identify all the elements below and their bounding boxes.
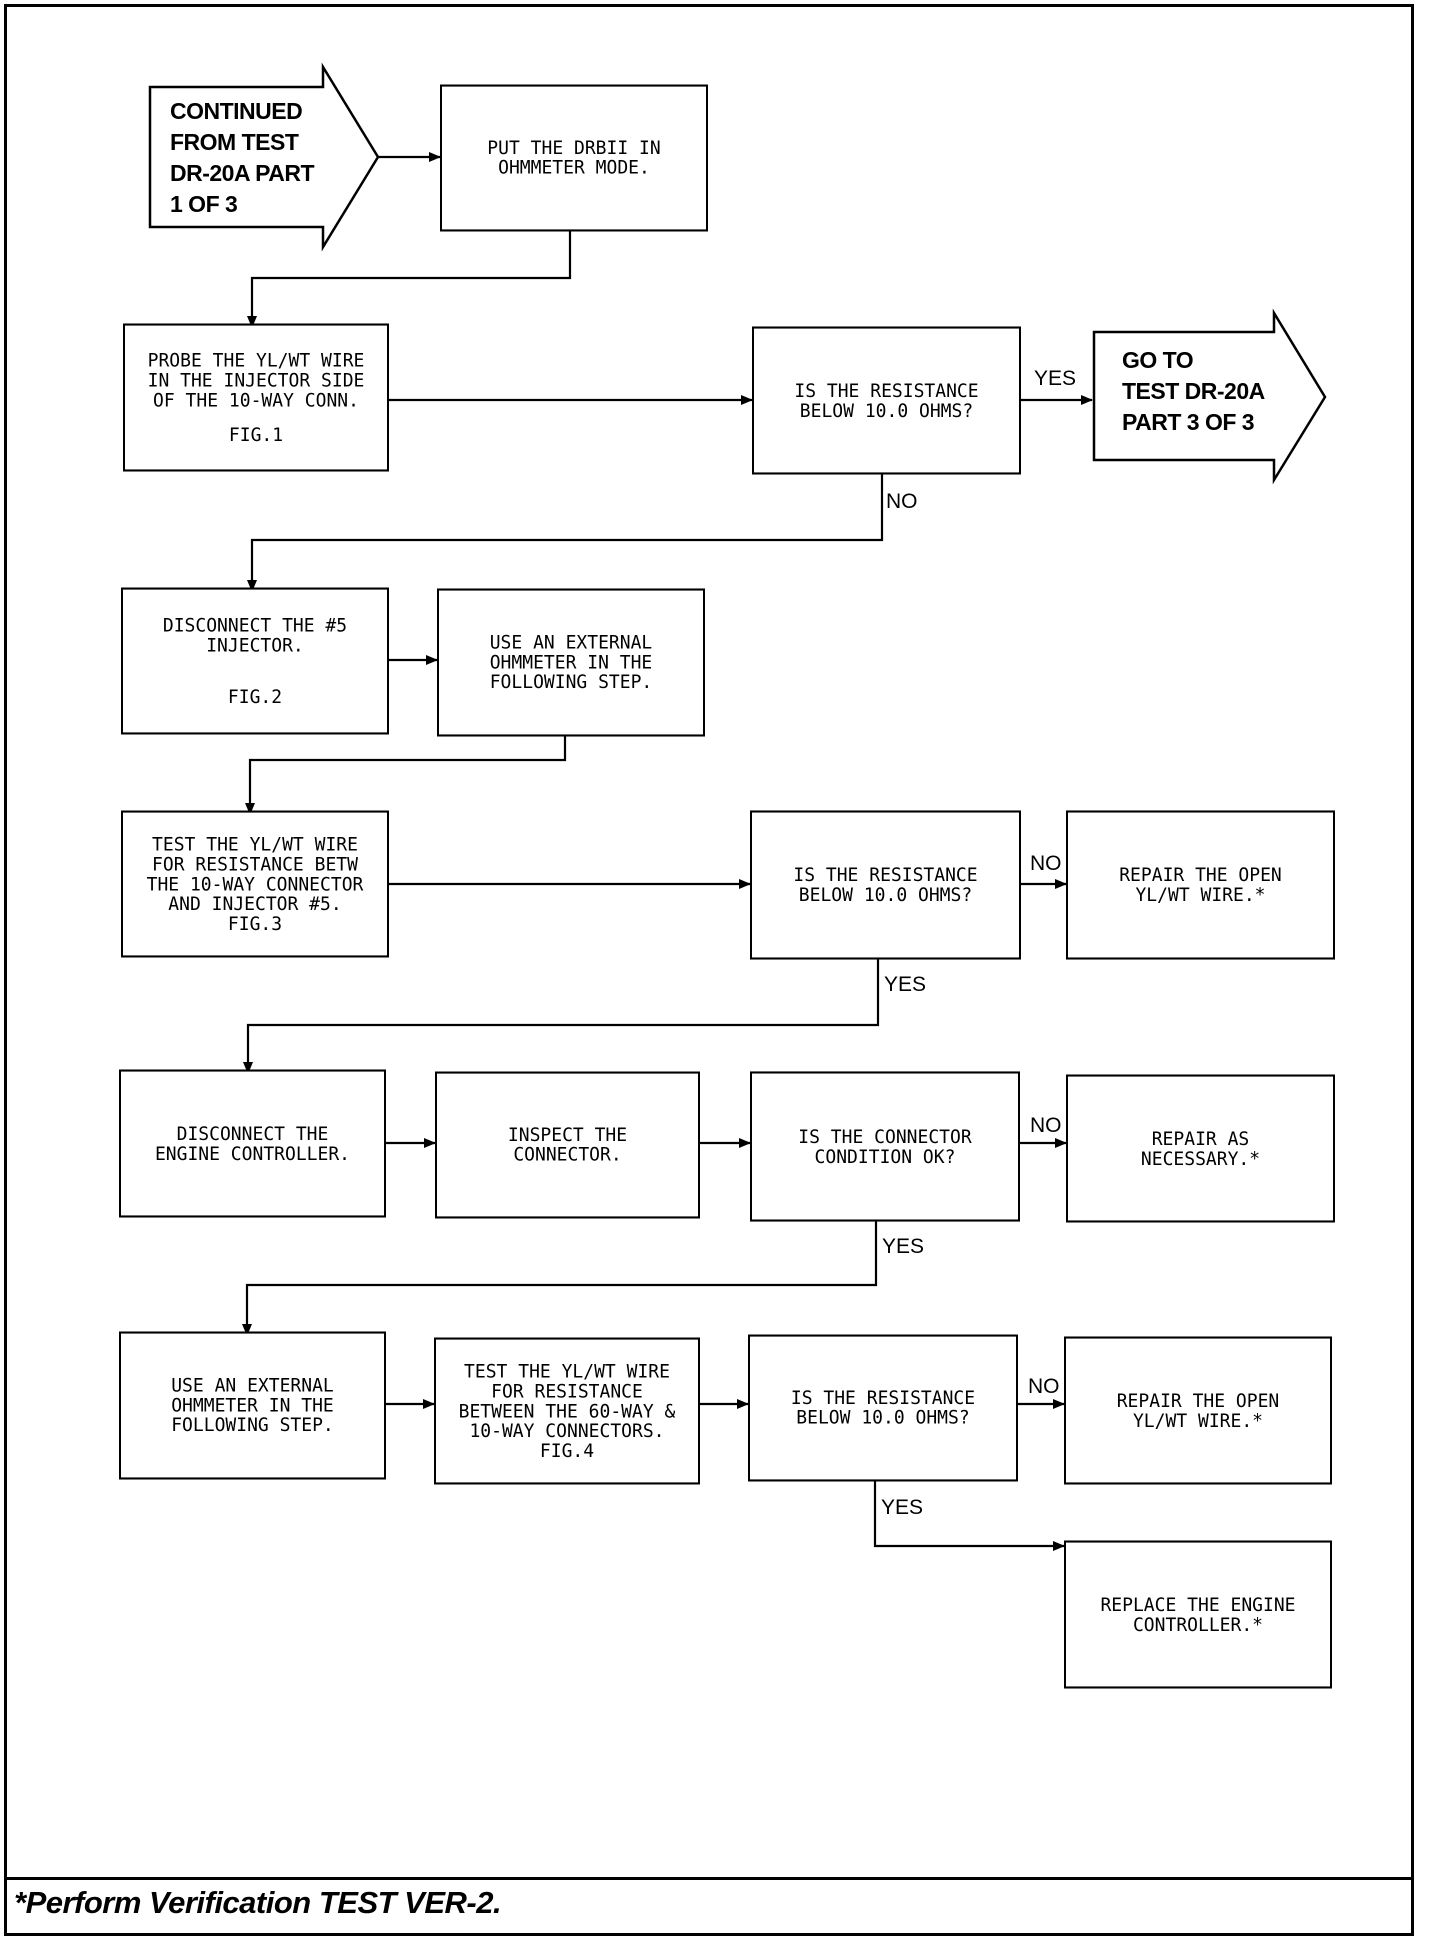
step-text: TEST THE YL/WT WIRE FOR RESISTANCE BETWE…: [458, 1360, 676, 1462]
step-text: PUT THE DRBII IN OHMMETER MODE.: [487, 137, 661, 179]
continued-from-text: CONTINUED FROM TEST DR-20A PART 1 OF 3: [170, 98, 315, 217]
step-text: REPAIR THE OPEN YL/WT WIRE.*: [1119, 864, 1282, 906]
decision-resistance-2: IS THE RESISTANCE BELOW 10.0 OHMS?: [750, 810, 1021, 960]
yes-label: YES: [881, 1496, 924, 1519]
step-repair-as-necessary: REPAIR AS NECESSARY.*: [1066, 1074, 1335, 1223]
step-text: REPAIR THE OPEN YL/WT WIRE.*: [1116, 1389, 1280, 1432]
figure-ref: FIG.1: [228, 423, 284, 446]
no-label: NO: [886, 490, 918, 513]
yes-label: YES: [884, 973, 927, 996]
step-replace-engine-controller: REPLACE THE ENGINE CONTROLLER.*: [1064, 1540, 1332, 1689]
no-label: NO: [1028, 1375, 1060, 1398]
decision-resistance-1: IS THE RESISTANCE BELOW 10.0 OHMS?: [752, 326, 1021, 475]
no-label: NO: [1030, 852, 1062, 875]
step-use-external-ohmmeter-2: USE AN EXTERNAL OHMMETER IN THE FOLLOWIN…: [119, 1331, 386, 1480]
go-to-text: GO TO TEST DR-20A PART 3 OF 3: [1122, 347, 1265, 435]
yes-label: YES: [1034, 367, 1077, 390]
step-repair-open-wire-1: REPAIR THE OPEN YL/WT WIRE.*: [1066, 810, 1335, 960]
step-text: IS THE RESISTANCE BELOW 10.0 OHMS?: [794, 379, 979, 422]
step-text: IS THE RESISTANCE BELOW 10.0 OHMS?: [793, 864, 978, 906]
continued-arrow-shape: [148, 62, 380, 252]
step-text: DISCONNECT THE #5 INJECTOR.: [162, 614, 348, 657]
step-text: REPLACE THE ENGINE CONTROLLER.*: [1100, 1593, 1296, 1636]
footer-note: *Perform Verification TEST VER-2.: [14, 1885, 502, 1920]
step-probe-yl-wt-wire: PROBE THE YL/WT WIRE IN THE INJECTOR SID…: [123, 323, 389, 472]
no-label: NO: [1030, 1114, 1062, 1137]
step-text: PROBE THE YL/WT WIRE IN THE INJECTOR SID…: [147, 349, 365, 412]
step-text: USE AN EXTERNAL OHMMETER IN THE FOLLOWIN…: [171, 1374, 334, 1437]
step-use-external-ohmmeter-1: USE AN EXTERNAL OHMMETER IN THE FOLLOWIN…: [437, 588, 705, 737]
page-frame: [4, 4, 1414, 1936]
footer-divider: [4, 1877, 1414, 1880]
step-test-wire-connectors: TEST THE YL/WT WIRE FOR RESISTANCE BETWE…: [434, 1337, 700, 1485]
step-text: INSPECT THE CONNECTOR.: [507, 1124, 628, 1166]
step-inspect-connector: INSPECT THE CONNECTOR.: [435, 1071, 700, 1219]
step-text: USE AN EXTERNAL OHMMETER IN THE FOLLOWIN…: [489, 631, 653, 694]
decision-resistance-3: IS THE RESISTANCE BELOW 10.0 OHMS?: [748, 1334, 1018, 1482]
step-text: IS THE RESISTANCE BELOW 10.0 OHMS?: [790, 1387, 976, 1429]
step-disconnect-injector: DISCONNECT THE #5 INJECTOR. FIG.2: [121, 587, 389, 735]
figure-ref: FIG.2: [227, 685, 283, 708]
goto-arrow-shape: [1092, 308, 1327, 485]
step-repair-open-wire-2: REPAIR THE OPEN YL/WT WIRE.*: [1064, 1336, 1332, 1485]
step-text: REPAIR AS NECESSARY.*: [1140, 1127, 1261, 1170]
step-test-wire-injector: TEST THE YL/WT WIRE FOR RESISTANCE BETW …: [121, 810, 389, 958]
step-text: TEST THE YL/WT WIRE FOR RESISTANCE BETW …: [146, 833, 364, 935]
yes-label: YES: [882, 1235, 925, 1258]
step-text: DISCONNECT THE ENGINE CONTROLLER.: [154, 1122, 351, 1165]
step-disconnect-engine-controller: DISCONNECT THE ENGINE CONTROLLER.: [119, 1069, 386, 1218]
step-put-drbii-ohmmeter: PUT THE DRBII IN OHMMETER MODE.: [440, 84, 708, 232]
step-text: IS THE CONNECTOR CONDITION OK?: [798, 1125, 972, 1168]
decision-connector-condition: IS THE CONNECTOR CONDITION OK?: [750, 1071, 1020, 1222]
